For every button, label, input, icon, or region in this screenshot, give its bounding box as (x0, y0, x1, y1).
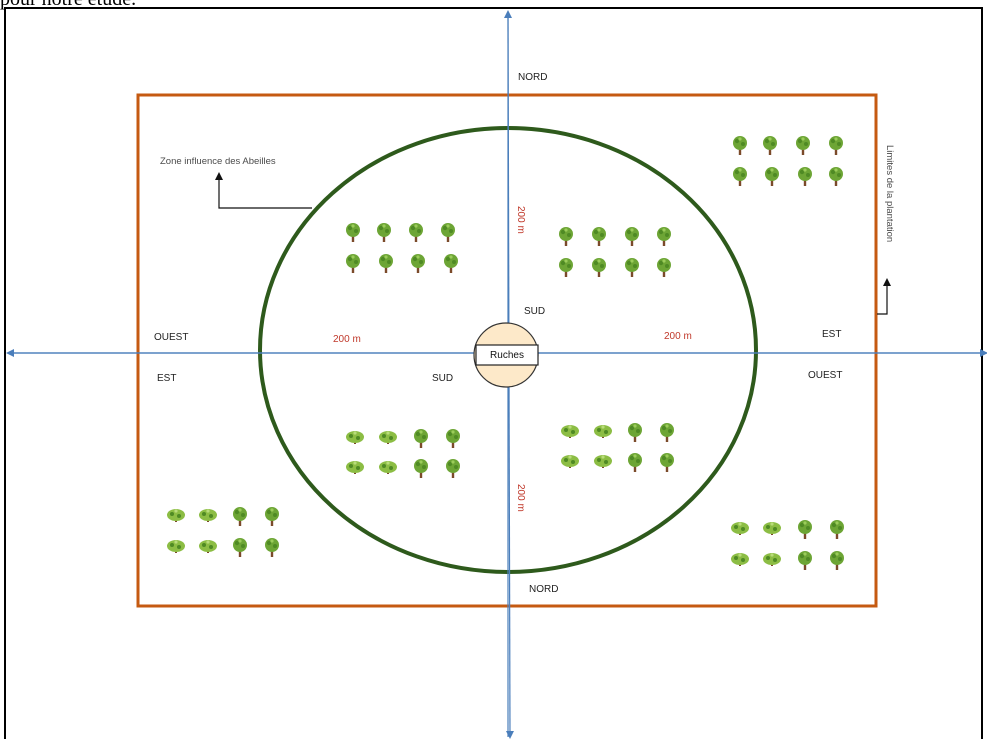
tree-icon (796, 136, 810, 155)
label-north-bottom: NORD (529, 584, 558, 595)
tree-icon (660, 423, 674, 442)
tree-icon (346, 254, 360, 273)
tree-icon (829, 167, 843, 186)
hive-box (475, 344, 539, 366)
tree-icon (441, 223, 455, 242)
tree-icon (414, 459, 428, 478)
tree-icon (733, 136, 747, 155)
shrub-icon (561, 425, 579, 438)
shrub-icon (167, 540, 185, 553)
tree-icon (763, 136, 777, 155)
tree-icon (660, 453, 674, 472)
tree-icon (592, 258, 606, 277)
tree-icon (559, 227, 573, 246)
distance-right: 200 m (664, 331, 692, 342)
tree-icon (798, 520, 812, 539)
label-est-right: EST (822, 329, 841, 340)
distance-left: 200 m (333, 334, 361, 345)
plantation-limits-label: Limites de la plantation (884, 145, 895, 242)
distance-top: 200 m (515, 206, 526, 234)
cluster-bottom-left (167, 507, 279, 557)
label-sud-upper: SUD (524, 306, 545, 317)
tree-icon (765, 167, 779, 186)
label-est-left: EST (157, 373, 176, 384)
tree-icon (628, 423, 642, 442)
tree-icon (625, 227, 639, 246)
tree-icon (233, 538, 247, 557)
shrub-icon (346, 461, 364, 474)
tree-icon (830, 551, 844, 570)
tree-icon (346, 223, 360, 242)
shrub-icon (199, 509, 217, 522)
shrub-icon (561, 455, 579, 468)
tree-icon (559, 258, 573, 277)
tree-icon (446, 459, 460, 478)
tree-icon (798, 551, 812, 570)
tree-icon (411, 254, 425, 273)
tree-icon (830, 520, 844, 539)
shrub-icon (731, 522, 749, 535)
tree-icon (377, 223, 391, 242)
label-ouest-left: OUEST (154, 332, 188, 343)
shrub-icon (167, 509, 185, 522)
shrub-icon (594, 425, 612, 438)
label-north-top: NORD (518, 72, 547, 83)
shrub-icon (379, 431, 397, 444)
tree-icon (657, 258, 671, 277)
page-frame (4, 7, 983, 739)
cluster-upper-right-inner (559, 227, 671, 277)
tree-icon (233, 507, 247, 526)
tree-icon (265, 538, 279, 557)
tree-icon (798, 167, 812, 186)
tree-icon (657, 227, 671, 246)
shrub-icon (199, 540, 217, 553)
cluster-upper-left-inner (346, 223, 458, 273)
tree-icon (625, 258, 639, 277)
plantation-limits-arrow (877, 278, 891, 315)
shrub-icon (763, 553, 781, 566)
bee-zone-label: Zone influence des Abeilles (160, 156, 276, 167)
bee-zone-arrow (215, 172, 312, 209)
shrub-icon (379, 461, 397, 474)
tree-icon (628, 453, 642, 472)
label-ouest-right: OUEST (808, 370, 842, 381)
tree-icon (446, 429, 460, 448)
cluster-top-right (733, 136, 843, 186)
header-text: pour notre étude. (0, 0, 136, 11)
distance-bottom: 200 m (515, 484, 526, 512)
tree-icon (592, 227, 606, 246)
plantation-boundary (136, 93, 878, 608)
tree-icon (444, 254, 458, 273)
tree-icon (265, 507, 279, 526)
tree-icon (414, 429, 428, 448)
tree-icon (409, 223, 423, 242)
shrub-icon (594, 455, 612, 468)
label-sud-left: SUD (432, 373, 453, 384)
tree-icon (733, 167, 747, 186)
cluster-lower-left-inner (346, 429, 460, 478)
cluster-bottom-right (731, 520, 844, 570)
shrub-icon (346, 431, 364, 444)
tree-icon (379, 254, 393, 273)
cluster-lower-right-inner (561, 423, 674, 472)
shrub-icon (763, 522, 781, 535)
tree-icon (829, 136, 843, 155)
hive-label: Ruches (490, 350, 524, 361)
shrub-icon (731, 553, 749, 566)
